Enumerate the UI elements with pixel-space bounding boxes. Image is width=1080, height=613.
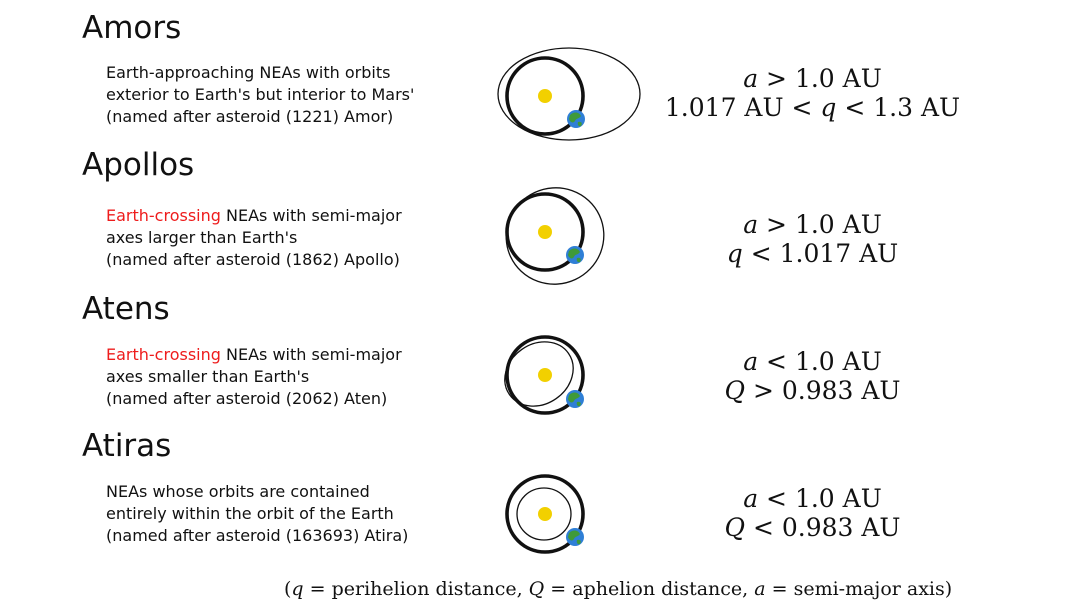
formula-text: < 1.3 AU	[836, 93, 961, 122]
asteroid-orbit	[497, 47, 641, 141]
formula-symbol: q	[726, 239, 743, 268]
description-line: (named after asteroid (2062) Aten)	[106, 388, 486, 410]
footnote-text: = aphelion distance,	[544, 578, 755, 600]
formula-line: a < 1.0 AU	[650, 484, 975, 513]
description-line: (named after asteroid (1862) Apollo)	[106, 249, 486, 271]
earth-orbit	[505, 474, 585, 554]
group-title-atiras: Atiras	[82, 428, 172, 464]
formula-line: Q > 0.983 AU	[650, 376, 975, 405]
highlight-text: Earth-crossing	[106, 345, 221, 364]
orbit-diagram-atens	[504, 335, 585, 415]
formula-amors: a > 1.0 AU 1.017 AU < q < 1.3 AU	[650, 64, 975, 122]
earth-orbit	[505, 192, 585, 272]
description-line: NEAs whose orbits are contained	[106, 481, 486, 503]
highlight-text: Earth-crossing	[106, 206, 221, 225]
description-line: Earth-crossing NEAs with semi-major	[106, 205, 486, 227]
description-text: axes larger than Earth's	[106, 228, 298, 247]
description-line: axes larger than Earth's	[106, 227, 486, 249]
group-title-atens: Atens	[82, 291, 170, 327]
description-line: (named after asteroid (163693) Atira)	[106, 525, 486, 547]
earth-icon	[566, 390, 584, 408]
orbit-diagram-apollos	[505, 187, 605, 285]
description-line: Earth-crossing NEAs with semi-major	[106, 344, 486, 366]
formula-symbol: a	[743, 64, 759, 93]
description-line: entirely within the orbit of the Earth	[106, 503, 486, 525]
formula-symbol: a	[743, 210, 759, 239]
formula-line: 1.017 AU < q < 1.3 AU	[650, 93, 975, 122]
sun-icon	[538, 89, 552, 103]
earth-icon	[567, 110, 585, 128]
formula-symbol: a	[743, 347, 759, 376]
group-title-apollos: Apollos	[82, 147, 195, 183]
formula-atens: a < 1.0 AU Q > 0.983 AU	[650, 347, 975, 405]
formula-text: > 1.0 AU	[758, 64, 882, 93]
formula-line: q < 1.017 AU	[650, 239, 975, 268]
footnote-symbol: Q	[528, 578, 545, 600]
formula-line: a < 1.0 AU	[650, 347, 975, 376]
description-atiras: NEAs whose orbits are contained entirely…	[106, 481, 486, 547]
formula-symbol: q	[820, 93, 837, 122]
footnote-text: = semi-major axis)	[765, 578, 953, 600]
footnote-text: = perihelion distance,	[303, 578, 529, 600]
description-text: (named after asteroid (1862) Apollo)	[106, 250, 400, 269]
asteroid-orbit	[504, 341, 574, 407]
description-text: (named after asteroid (1221) Amor)	[106, 107, 394, 126]
description-text: NEAs with semi-major	[220, 206, 402, 225]
description-text: NEAs whose orbits are contained	[106, 482, 370, 501]
description-text: NEAs with semi-major	[220, 345, 402, 364]
asteroid-orbit	[505, 187, 605, 285]
description-text: axes smaller than Earth's	[106, 367, 310, 386]
formula-atiras: a < 1.0 AU Q < 0.983 AU	[650, 484, 975, 542]
asteroid-orbit	[516, 487, 572, 541]
group-title-amors: Amors	[82, 10, 182, 46]
formula-symbol: a	[743, 484, 759, 513]
earth-icon	[566, 246, 584, 264]
formula-symbol: Q	[724, 376, 746, 405]
earth-orbit	[505, 335, 585, 415]
description-line: Earth-approaching NEAs with orbits	[106, 62, 486, 84]
orbit-diagram-amors	[497, 47, 641, 141]
formula-text: < 1.0 AU	[758, 484, 882, 513]
footnote-symbol: q	[291, 578, 304, 600]
formula-symbol: Q	[724, 513, 746, 542]
orbit-diagram-atiras	[505, 474, 585, 554]
description-text: (named after asteroid (163693) Atira)	[106, 526, 409, 545]
description-line: (named after asteroid (1221) Amor)	[106, 106, 486, 128]
description-text: Earth-approaching NEAs with orbits	[106, 63, 391, 82]
formula-line: a > 1.0 AU	[650, 64, 975, 93]
description-amors: Earth-approaching NEAs with orbits exter…	[106, 62, 486, 128]
description-text: (named after asteroid (2062) Aten)	[106, 389, 388, 408]
description-line: exterior to Earth's but interior to Mars…	[106, 84, 486, 106]
description-apollos: Earth-crossing NEAs with semi-major axes…	[106, 205, 486, 271]
sun-icon	[538, 225, 552, 239]
formula-line: Q < 0.983 AU	[650, 513, 975, 542]
earth-orbit	[505, 56, 585, 136]
formula-text: > 1.0 AU	[758, 210, 882, 239]
description-text: exterior to Earth's but interior to Mars…	[106, 85, 415, 104]
description-text: entirely within the orbit of the Earth	[106, 504, 394, 523]
formula-text: < 1.0 AU	[758, 347, 882, 376]
formula-line: a > 1.0 AU	[650, 210, 975, 239]
formula-apollos: a > 1.0 AU q < 1.017 AU	[650, 210, 975, 268]
sun-icon	[538, 507, 552, 521]
earth-icon	[566, 528, 584, 546]
footnote-text: (	[284, 578, 292, 600]
formula-text: < 1.017 AU	[742, 239, 899, 268]
formula-text: < 0.983 AU	[745, 513, 901, 542]
formula-text: 1.017 AU <	[664, 93, 821, 122]
footnote-legend: (q = perihelion distance, Q = aphelion d…	[284, 576, 952, 602]
description-line: axes smaller than Earth's	[106, 366, 486, 388]
sun-icon	[538, 368, 552, 382]
description-atens: Earth-crossing NEAs with semi-major axes…	[106, 344, 486, 410]
formula-text: > 0.983 AU	[745, 376, 901, 405]
footnote-symbol: a	[754, 578, 766, 600]
